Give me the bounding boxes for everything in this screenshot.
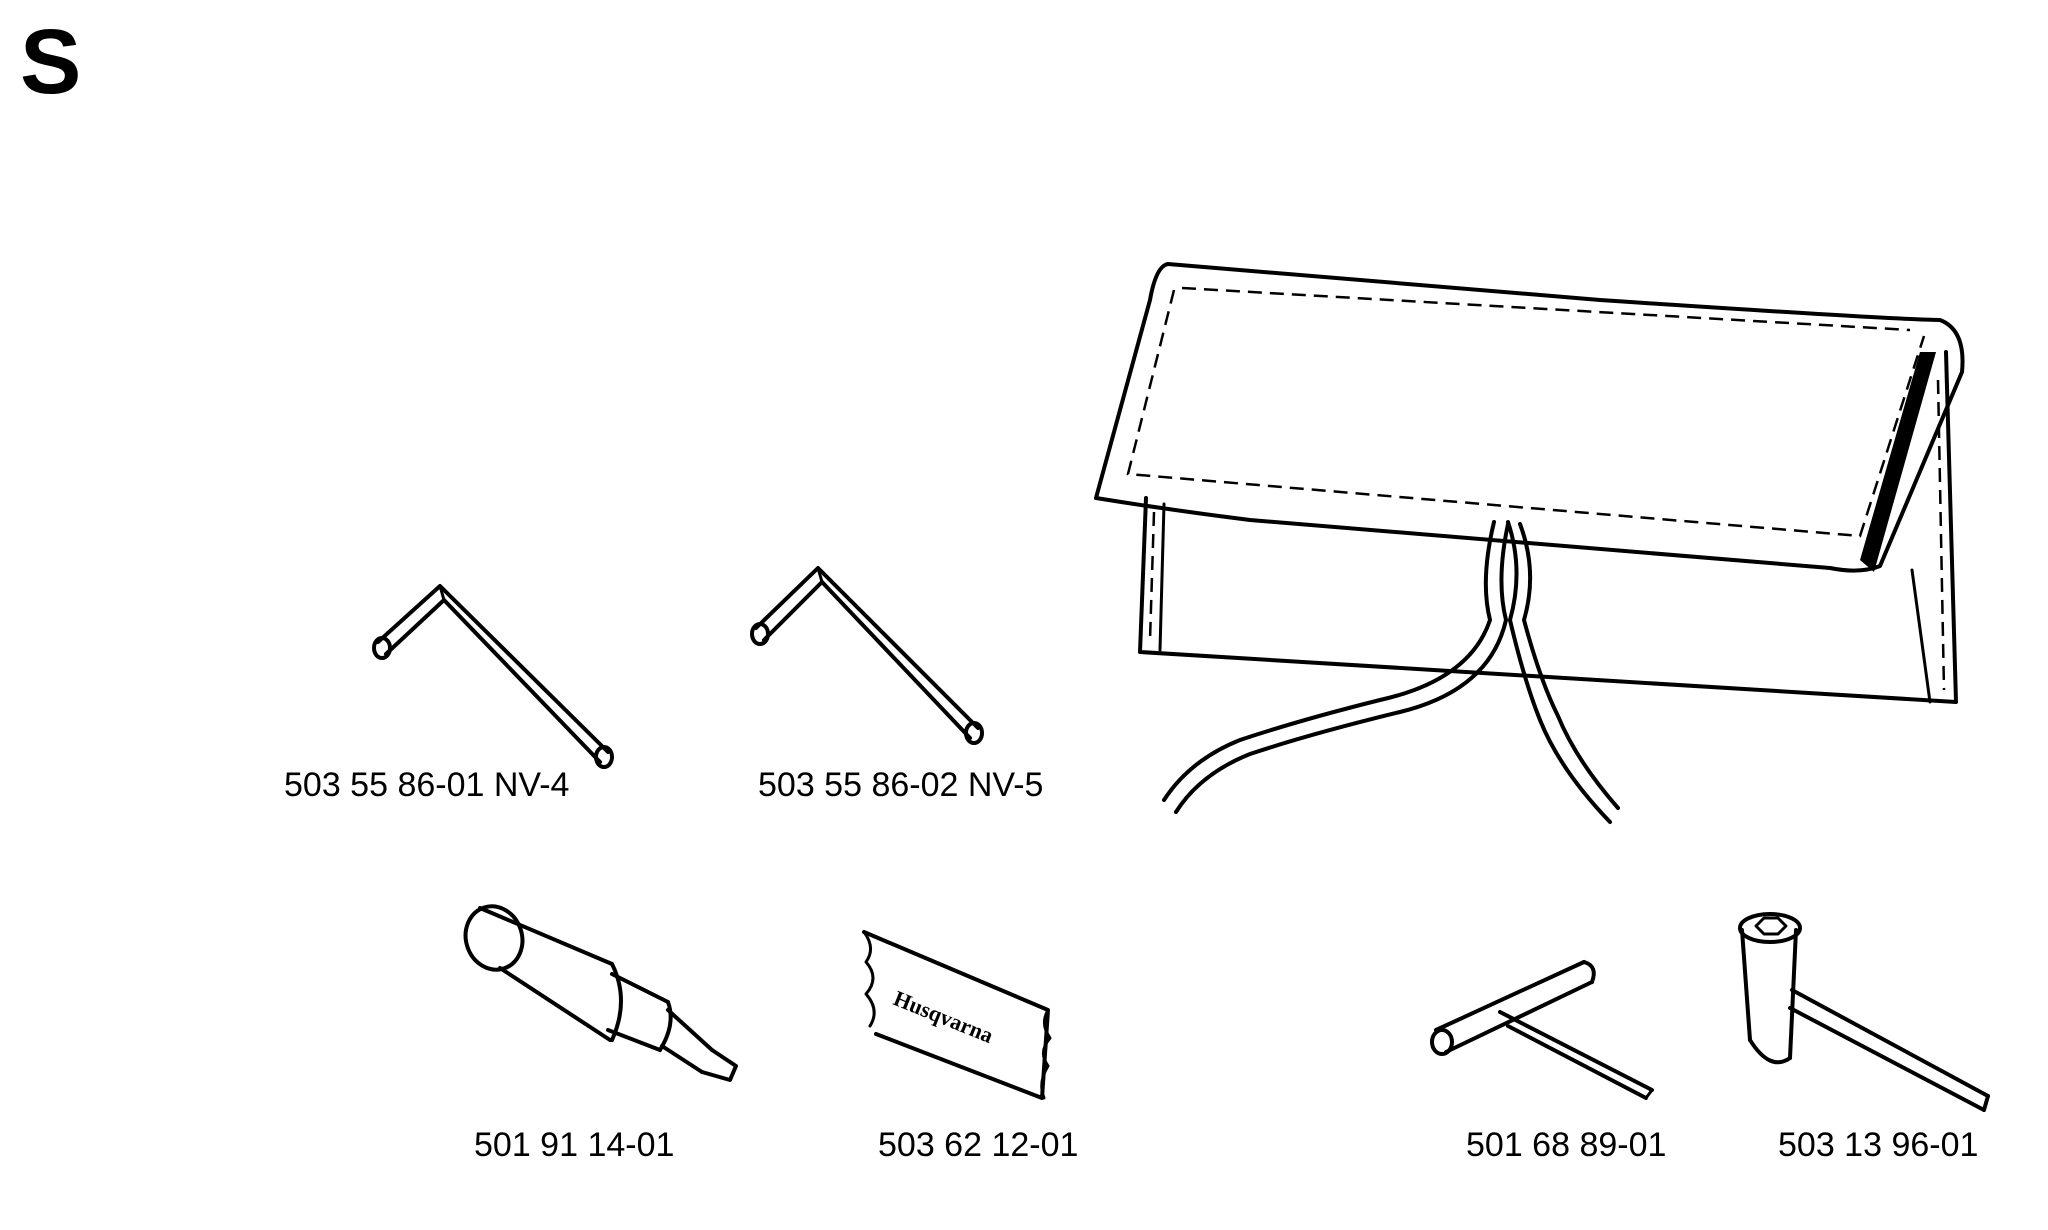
- hex-key-4-drawing: [372, 584, 614, 769]
- tool-pin-drawing: [463, 904, 738, 1082]
- part-number-tool-pin: 501 91 14-01: [474, 1126, 675, 1164]
- part-number-hex-key-4: 503 55 86-01 NV-4: [284, 766, 570, 804]
- tool-pouch-drawing: [1094, 262, 1965, 824]
- part-number-t-wrench: 501 68 89-01: [1466, 1126, 1667, 1164]
- spark-plug-wrench-drawing: [1738, 912, 1990, 1112]
- part-number-hex-key-5: 503 55 86-02 NV-5: [758, 766, 1044, 804]
- grease-tube-drawing: Husqvarna: [862, 930, 1052, 1100]
- hex-key-5-drawing: [750, 566, 984, 745]
- section-letter: S: [20, 11, 82, 113]
- part-number-grease-tube: 503 62 12-01: [878, 1126, 1079, 1164]
- t-wrench-drawing: [1430, 960, 1654, 1100]
- tube-brand-text: Husqvarna: [890, 985, 997, 1048]
- part-number-spark-plug-wrench: 503 13 96-01: [1778, 1126, 1979, 1164]
